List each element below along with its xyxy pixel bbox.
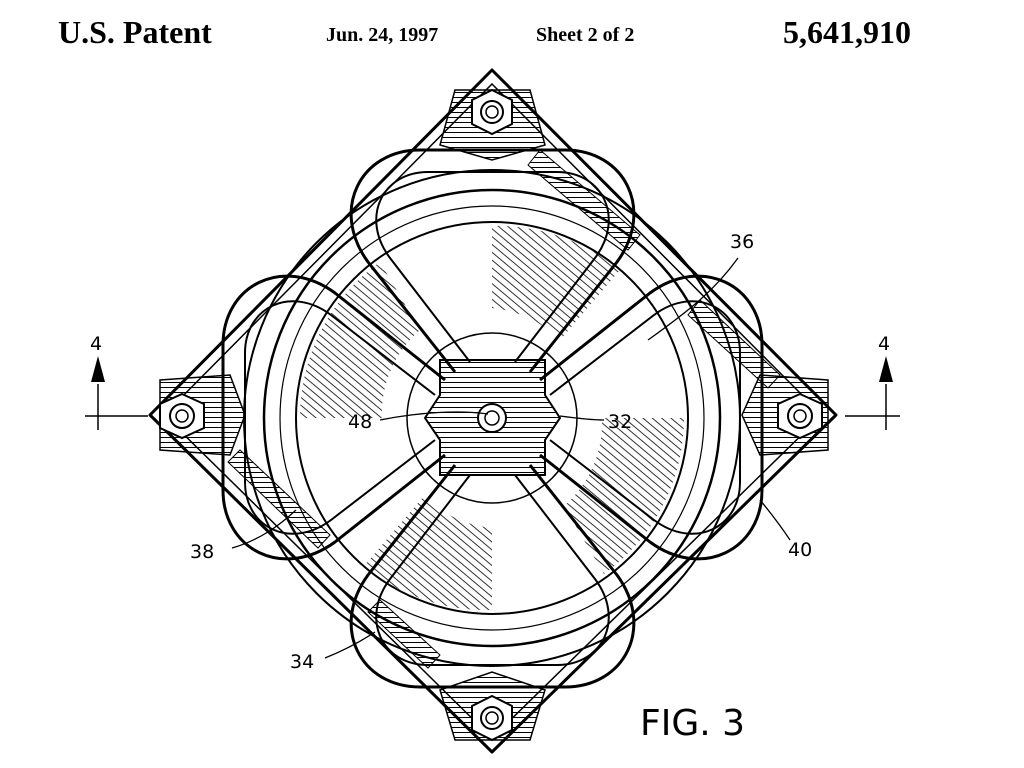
bolt-top	[471, 88, 513, 136]
patent-number: 5,641,910	[783, 14, 911, 50]
section-label-left: 4	[90, 333, 102, 355]
figure-caption: FIG. 3	[640, 703, 745, 744]
bolt-bottom	[471, 694, 513, 742]
patent-label: U.S. Patent	[58, 14, 212, 50]
ref-38: 38	[190, 541, 214, 563]
ref-32: 32	[608, 411, 632, 433]
heating-element	[221, 148, 764, 689]
center-hub	[423, 359, 562, 476]
ref-48: 48	[348, 411, 372, 433]
section-label-right: 4	[878, 333, 890, 355]
ref-40: 40	[788, 539, 812, 561]
section-marker-left: 4	[85, 333, 148, 430]
sheet-number: Sheet 2 of 2	[536, 24, 635, 46]
bolt-right	[777, 392, 823, 440]
ref-36: 36	[730, 231, 754, 253]
bolt-left	[159, 392, 205, 440]
patent-date: Jun. 24, 1997	[326, 24, 439, 46]
ref-34: 34	[290, 651, 314, 673]
leader-lines	[231, 257, 791, 659]
section-marker-right: 4	[845, 333, 900, 430]
